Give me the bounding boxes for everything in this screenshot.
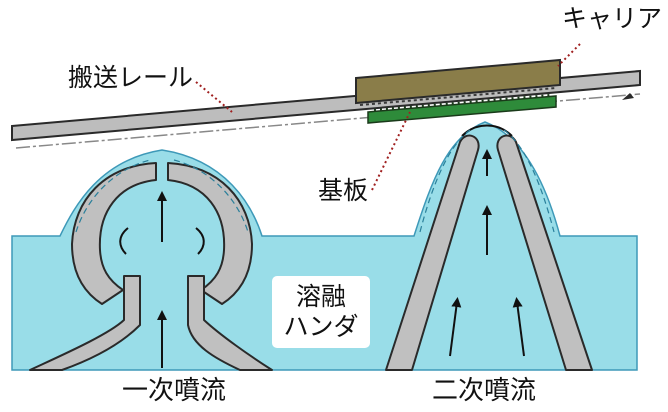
- board-label: 基板: [318, 176, 369, 205]
- primary-nozzle-right-arm: [167, 162, 253, 305]
- carrier-body: [355, 58, 561, 105]
- rail-track-marks: [15, 93, 641, 149]
- primary-wave-label: 一次噴流: [122, 376, 227, 406]
- leader-lines: [195, 43, 581, 191]
- board-leader-line: [371, 111, 411, 191]
- carrier-leader-line: [557, 43, 581, 67]
- secondary-right-surface-flow: [503, 129, 555, 233]
- flow-arrows: [157, 149, 525, 368]
- conveyor-rail-label: 搬送レール: [68, 63, 194, 92]
- primary-flow-swirl-left: [119, 227, 129, 255]
- secondary-left-surface-flow: [419, 129, 471, 233]
- secondary-flow-arrow-right: [512, 297, 525, 357]
- rail-direction-arrow: [622, 93, 634, 100]
- surface-flow-lines: [75, 129, 555, 233]
- carrier-label: キャリア: [562, 4, 663, 33]
- circuit-board: [367, 95, 557, 124]
- secondary-wave-nozzle: [385, 134, 593, 371]
- primary-nozzle-left-throat: [29, 275, 141, 371]
- molten-solder-bath: [11, 121, 638, 371]
- molten-solder-label: 溶融 ハンダ: [272, 276, 370, 348]
- primary-flow-swirl-right: [195, 227, 205, 255]
- secondary-flow-arrow-left: [449, 297, 462, 357]
- primary-left-surface-flow: [75, 159, 151, 233]
- secondary-nozzle-right-wall: [496, 134, 593, 371]
- carrier-assembly: [355, 58, 634, 124]
- secondary-wave-label: 二次噴流: [432, 376, 537, 406]
- primary-wave-nozzle: [29, 162, 273, 371]
- primary-nozzle-right-throat: [187, 275, 273, 371]
- primary-nozzle-left-arm: [71, 162, 157, 305]
- secondary-nozzle-left-wall: [385, 134, 480, 371]
- molten-solder-label-line2: ハンダ: [283, 312, 359, 341]
- carrier-underside-marks: [359, 87, 557, 106]
- molten-solder-label-line1: 溶融: [295, 282, 346, 311]
- primary-right-surface-flow: [173, 159, 249, 233]
